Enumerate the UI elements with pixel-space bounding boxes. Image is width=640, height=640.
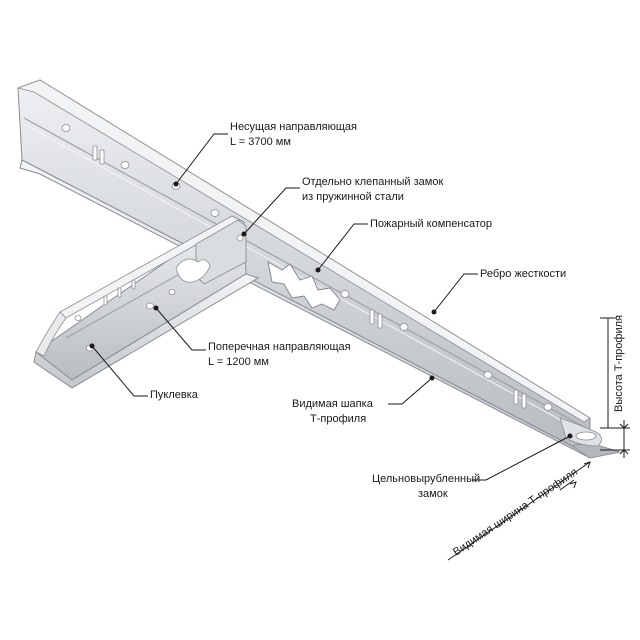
main-rail-bulb [16,79,591,423]
label-visible-cap-2: Т-профиля [310,413,366,425]
main-rail-holes [61,124,553,411]
main-rail-rib [23,117,587,429]
leader-lines [89,133,573,481]
dimension-width [447,461,591,561]
label-cross-rail-2: L = 1200 мм [208,356,269,368]
label-stiffener-rib: Ребро жесткости [480,268,566,280]
label-embossing: Пуклевка [150,389,199,401]
label-cross-rail-1: Поперечная направляющая [208,341,351,353]
cross-rail-holes [74,279,176,352]
cross-rail-cap [33,273,260,389]
label-diecut-lock-2: замок [418,488,448,500]
label-riveted-lock-2: из пружинной стали [302,191,404,203]
label-main-rail-2: L = 3700 мм [230,136,291,148]
dimension-height [600,317,630,458]
label-riveted-lock-1: Отдельно клепанный замок [302,176,443,188]
label-fire-compensator: Пожарный компенсатор [370,218,492,230]
label-main-rail-1: Несущая направляющая [230,121,357,133]
label-t-height: Высота Т-профиля [613,315,625,412]
cross-rail [33,215,260,389]
main-rail [16,79,621,459]
fire-compensator [267,261,341,311]
label-diecut-lock-1: Цельновырубленный [372,473,480,485]
main-rail-web [17,79,591,447]
main-rail-slots [92,145,527,409]
label-visible-cap-1: Видимая шапка [292,398,374,410]
